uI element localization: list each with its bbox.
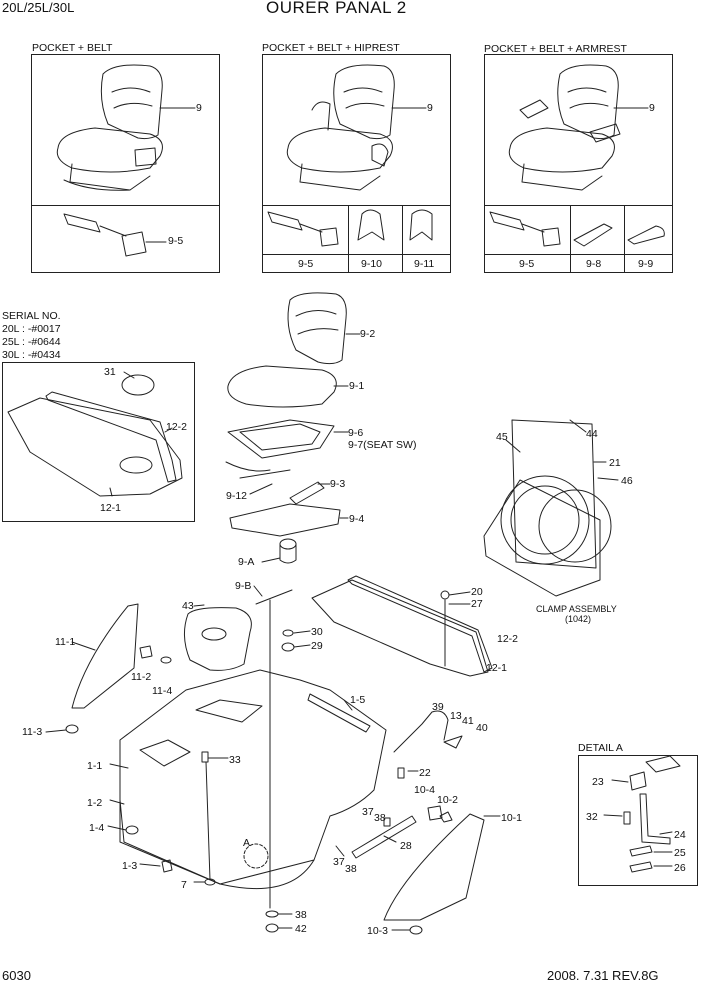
variant-2-box	[262, 54, 451, 273]
serial-box-drawing	[7, 371, 183, 497]
serial-line-0: 20L : -#0017	[2, 323, 61, 335]
serial-line-1: 25L : -#0644	[2, 336, 61, 348]
callout-42: 42	[295, 923, 307, 935]
variant-3-box	[484, 54, 673, 273]
serial-title: SERIAL NO.	[2, 310, 61, 322]
seat-callout-9-B: 9-B	[235, 580, 252, 592]
serial-box	[2, 362, 195, 522]
main-body-drawing	[45, 575, 501, 935]
serial-callout-31: 31	[104, 366, 116, 378]
detail-callout-24: 24	[674, 829, 686, 841]
variant-3-part-1: 9-8	[586, 258, 602, 270]
clamp-callout-21: 21	[609, 457, 621, 469]
clamp-subcaption: (1042)	[565, 614, 592, 624]
detail-a-drawing	[603, 755, 681, 873]
clamp-callout-46: 46	[621, 475, 633, 487]
callout-11-1: 11-1	[55, 636, 76, 648]
callout-1-2: 1-2	[87, 797, 103, 809]
callout-1-5: 1-5	[350, 694, 366, 706]
variant-3-seat-callout: 9	[649, 102, 655, 114]
callout-13: 13	[450, 710, 462, 722]
callout-38-bottom: 38	[295, 909, 307, 921]
variant-2-seat-drawing	[267, 64, 433, 247]
detail-box	[578, 755, 698, 886]
variant-3-part-0: 9-5	[519, 258, 535, 270]
clamp-caption: CLAMP ASSEMBLY	[536, 604, 617, 614]
variant-3-seat-drawing	[489, 64, 665, 247]
callout-38-upper: 38	[374, 812, 386, 824]
variant-2-seat-callout: 9	[427, 102, 433, 114]
variant-1-seat-drawing	[56, 64, 196, 257]
detail-callout-26: 26	[674, 862, 686, 874]
callout-37-lower: 37	[333, 856, 345, 868]
callout-37-upper: 37	[362, 806, 374, 818]
callout-39: 39	[432, 701, 444, 713]
callout-10-1: 10-1	[501, 812, 523, 824]
callout-30: 30	[311, 626, 323, 638]
model-label: 20L/25L/30L	[2, 0, 75, 15]
callout-10-3: 10-3	[367, 925, 389, 937]
callout-33: 33	[229, 754, 241, 766]
detail-title: DETAIL A	[578, 742, 623, 754]
variant-1-part-0: 9-5	[168, 235, 184, 247]
serial-callout-12-1: 12-1	[100, 502, 122, 514]
serial-line-2: 30L : -#0434	[2, 349, 61, 361]
seat-callout-9-2: 9-2	[360, 328, 376, 340]
seat-callout-9-1: 9-1	[349, 380, 365, 392]
callout-11-3: 11-3	[22, 726, 43, 738]
callout-10-2: 10-2	[437, 794, 459, 806]
callout-1-1: 1-1	[87, 760, 103, 772]
detail-callout-23: 23	[592, 776, 604, 788]
callout-7: 7	[181, 879, 187, 891]
variant-3-part-2: 9-9	[638, 258, 654, 270]
callout-28: 28	[400, 840, 412, 852]
seat-callout-9-6: 9-6	[348, 427, 364, 439]
detail-callout-32: 32	[586, 811, 598, 823]
seat-callout-9-7: 9-7(SEAT SW)	[348, 439, 417, 451]
variant-2-part-2: 9-11	[414, 258, 435, 270]
page-number: 6030	[2, 968, 31, 983]
callout-27: 27	[471, 598, 483, 610]
callout-A: A	[243, 837, 251, 849]
callout-43: 43	[182, 600, 194, 612]
clamp-callout-45: 45	[496, 431, 508, 443]
detail-callout-25: 25	[674, 847, 686, 859]
callout-29: 29	[311, 640, 323, 652]
clamp-assembly-drawing	[483, 419, 619, 597]
callout-12-2: 12-2	[497, 633, 519, 645]
seat-callout-9-4: 9-4	[349, 513, 365, 525]
callout-40: 40	[476, 722, 488, 734]
callout-11-4: 11-4	[152, 685, 173, 697]
callout-10-4: 10-4	[414, 784, 436, 796]
callout-1-4: 1-4	[89, 822, 105, 834]
callout-38-lower: 38	[345, 863, 357, 875]
callout-41: 41	[462, 715, 474, 727]
variant-3-label: POCKET + BELT + ARMREST	[484, 43, 627, 55]
variant-1-seat-callout: 9	[196, 102, 202, 114]
seat-callout-9-A: 9-A	[238, 556, 255, 568]
callout-1-3: 1-3	[122, 860, 138, 872]
callout-22: 22	[419, 767, 431, 779]
main-seat-drawing	[225, 292, 361, 605]
page-title: OURER PANAL 2	[266, 0, 407, 17]
variant-1-box	[31, 54, 220, 273]
variant-1-label: POCKET + BELT	[32, 42, 113, 54]
seat-callout-9-3: 9-3	[330, 478, 346, 490]
callout-11-2: 11-2	[131, 671, 152, 683]
variant-2-part-1: 9-10	[361, 258, 383, 270]
variant-2-part-0: 9-5	[298, 258, 314, 270]
serial-callout-12-2: 12-2	[166, 421, 188, 433]
seat-callout-9-12: 9-12	[226, 490, 248, 502]
callout-20: 20	[471, 586, 483, 598]
date-revision: 2008. 7.31 REV.8G	[547, 968, 659, 983]
variant-2-label: POCKET + BELT + HIPREST	[262, 42, 400, 54]
